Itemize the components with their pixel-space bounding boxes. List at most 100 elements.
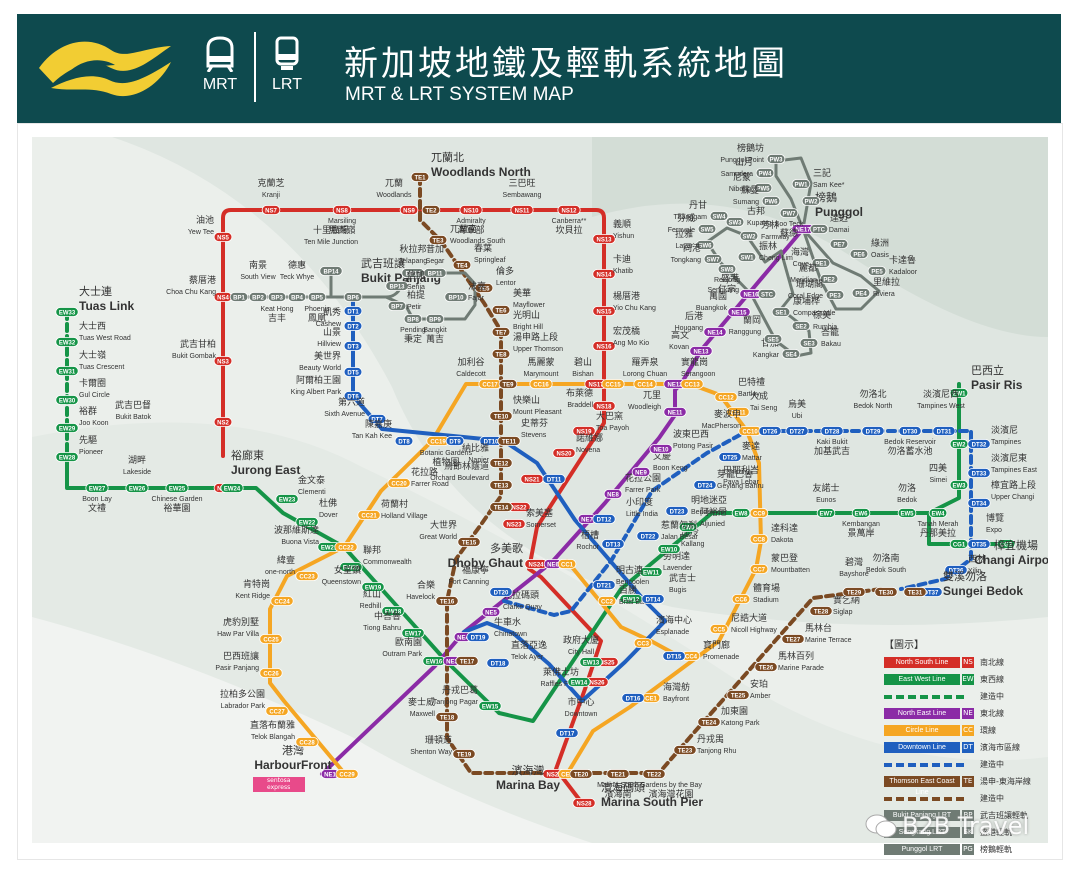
station-te2[interactable]: TE2 bbox=[421, 205, 441, 215]
station-dt9[interactable]: DT9 bbox=[445, 436, 465, 446]
station-te31[interactable]: TE31 bbox=[903, 587, 927, 597]
station-cc13[interactable]: CC13 bbox=[680, 379, 704, 389]
station-dt16[interactable]: DT16 bbox=[621, 693, 645, 703]
station-te14[interactable]: TE14 bbox=[489, 502, 513, 512]
station-cc1[interactable]: CC1 bbox=[557, 559, 577, 569]
station-bp1[interactable]: BP1 bbox=[229, 292, 249, 302]
station-ew24[interactable]: EW24 bbox=[220, 483, 244, 493]
station-dt11[interactable]: DT11 bbox=[542, 474, 566, 484]
station-ew14[interactable]: EW14 bbox=[567, 677, 591, 687]
station-dt19[interactable]: DT19 bbox=[466, 632, 490, 642]
station-dt14[interactable]: DT14 bbox=[641, 594, 665, 604]
station-ew13[interactable]: EW13 bbox=[579, 657, 603, 667]
station-dt15[interactable]: DT15 bbox=[662, 651, 686, 661]
station-te9[interactable]: TE9 bbox=[498, 379, 518, 389]
station-ns21[interactable]: NS21 bbox=[520, 474, 544, 484]
station-dt12[interactable]: DT12 bbox=[592, 514, 616, 524]
station-cc15[interactable]: CC15 bbox=[601, 379, 625, 389]
